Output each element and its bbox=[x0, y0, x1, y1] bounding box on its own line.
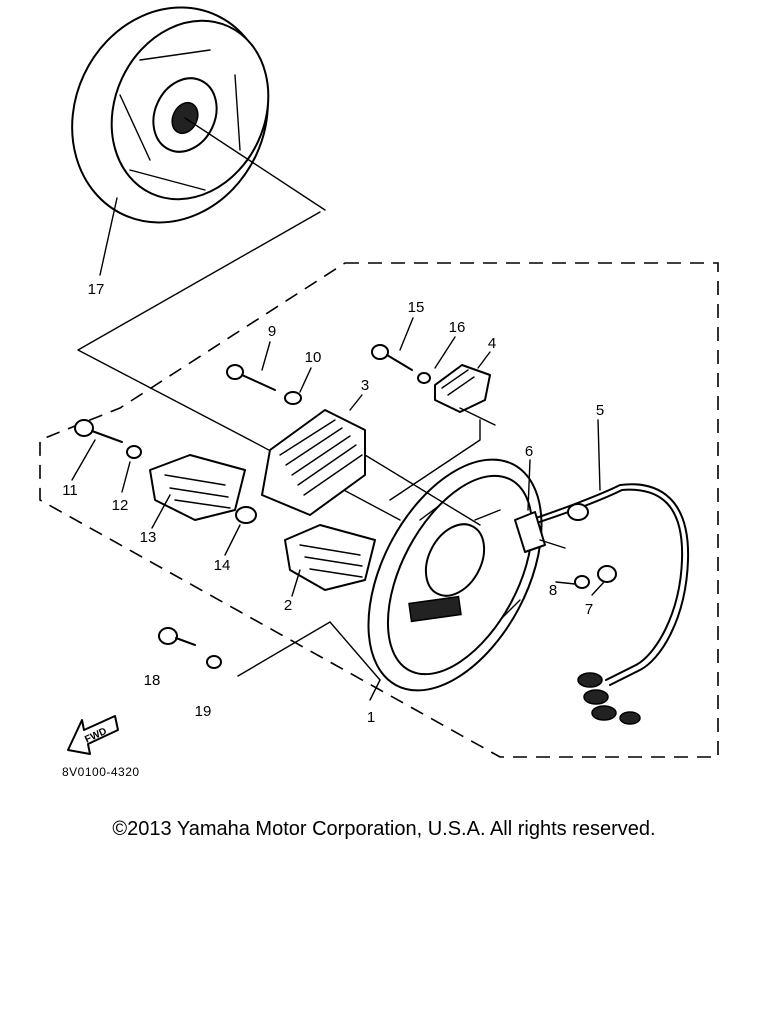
pickup-coil bbox=[434, 364, 496, 426]
callout-9: 9 bbox=[268, 323, 276, 340]
charge-coil-left bbox=[149, 454, 246, 521]
charge-coil-right bbox=[284, 524, 376, 591]
callout-19: 19 bbox=[195, 703, 212, 720]
washer-8 bbox=[574, 575, 590, 589]
collar bbox=[235, 506, 257, 524]
callout-7: 7 bbox=[585, 601, 593, 618]
coil-block bbox=[261, 409, 481, 526]
callout-14: 14 bbox=[214, 557, 231, 574]
callout-5: 5 bbox=[596, 402, 604, 419]
leader-lines bbox=[71, 317, 605, 701]
callout-13: 13 bbox=[140, 529, 157, 546]
callout-18: 18 bbox=[144, 672, 161, 689]
washer-19 bbox=[206, 655, 222, 669]
callout-2: 2 bbox=[284, 597, 292, 614]
copyright-notice: ©2013 Yamaha Motor Corporation, U.S.A. A… bbox=[112, 818, 656, 840]
screw-15 bbox=[371, 344, 413, 371]
callout-1: 1 bbox=[367, 709, 375, 726]
screw-9 bbox=[226, 364, 276, 391]
washer-12 bbox=[126, 445, 142, 459]
screw-11 bbox=[74, 419, 123, 443]
callout-16: 16 bbox=[449, 319, 466, 336]
flywheel-rotor bbox=[71, 6, 326, 276]
callout-17: 17 bbox=[88, 281, 105, 298]
callout-15: 15 bbox=[408, 299, 425, 316]
washer-16 bbox=[417, 372, 431, 384]
callout-12: 12 bbox=[112, 497, 129, 514]
callout-6: 6 bbox=[525, 443, 533, 460]
screw-18 bbox=[158, 627, 196, 646]
callout-11: 11 bbox=[62, 482, 78, 499]
callout-4: 4 bbox=[488, 335, 496, 352]
fwd-arrow: FWD bbox=[67, 715, 119, 755]
screw-7 bbox=[597, 565, 617, 583]
washer-10 bbox=[284, 391, 302, 405]
stator-base-plate bbox=[367, 458, 543, 692]
diagram-code: 8V0100-4320 bbox=[62, 765, 140, 779]
wire-harness bbox=[514, 483, 690, 725]
callout-3: 3 bbox=[361, 377, 369, 394]
callout-10: 10 bbox=[305, 349, 322, 366]
exploded-parts-diagram: FWD 1 2 3 4 5 6 7 8 9 10 11 12 13 14 15 … bbox=[39, 6, 719, 758]
callout-8: 8 bbox=[549, 582, 557, 599]
